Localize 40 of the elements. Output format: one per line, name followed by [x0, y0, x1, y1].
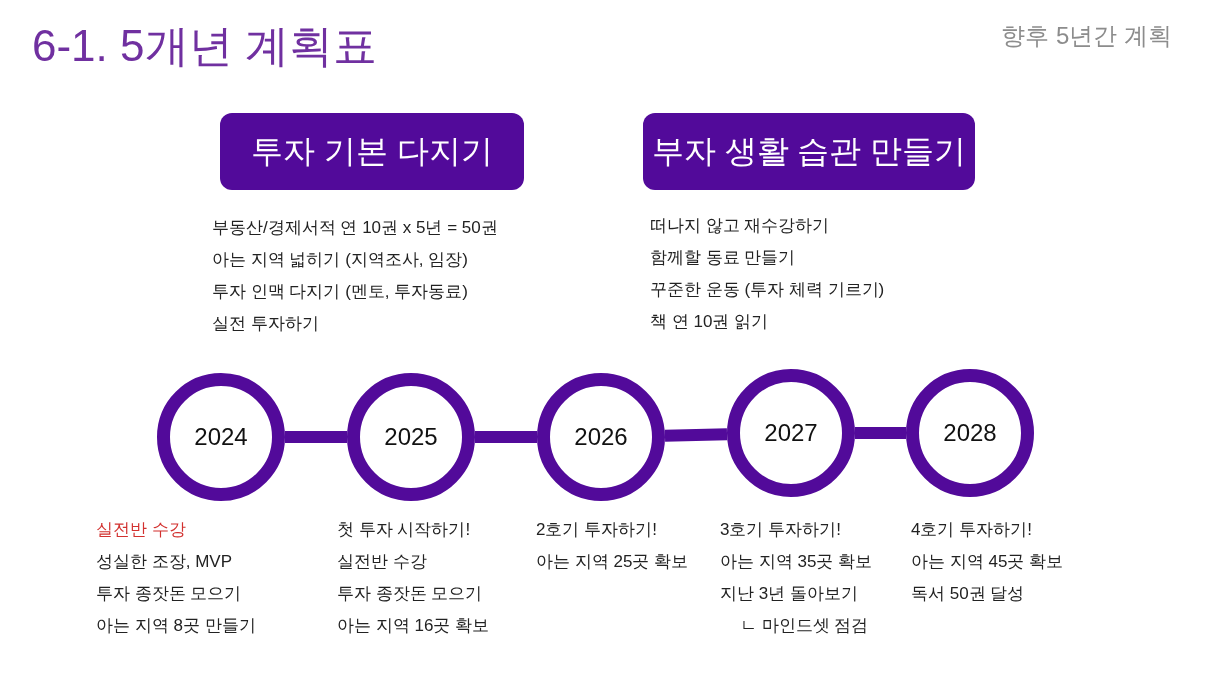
plan-item: 성실한 조장, MVP: [96, 551, 232, 573]
plan-item: 4호기 투자하기!: [911, 519, 1032, 541]
year-text: 2024: [194, 423, 248, 451]
plan-item: 실전반 수강: [337, 551, 427, 573]
plan-item: 아는 지역 8곳 만들기: [96, 615, 256, 637]
year-text: 2026: [574, 423, 628, 451]
plan-item: 아는 지역 16곳 확보: [337, 615, 490, 637]
plan-item: 부동산/경제서적 연 10권 x 5년 = 50권: [212, 217, 498, 239]
year-text: 2025: [384, 423, 438, 451]
year-text: 2028: [943, 419, 997, 447]
plan-item: 실전 투자하기: [212, 313, 319, 335]
plan-item: 지난 3년 돌아보기: [720, 583, 858, 605]
plan-item: 떠나지 않고 재수강하기: [650, 215, 830, 237]
year-text: 2027: [764, 419, 818, 447]
subtitle-text: 향후 5년간 계획: [1001, 22, 1172, 51]
plan-item: 투자 인맥 다지기 (멘토, 투자동료): [212, 281, 468, 303]
heading-text: 투자 기본 다지기: [251, 133, 493, 170]
plan-item: 아는 지역 45곳 확보: [911, 551, 1064, 573]
plan-item: 투자 종잣돈 모으기: [337, 583, 483, 605]
plan-item: 아는 지역 25곳 확보: [536, 551, 689, 573]
connector-line: [664, 428, 728, 442]
heading-box: [643, 113, 975, 190]
plan-item: 함께할 동료 만들기: [650, 247, 796, 269]
connector-line: [285, 431, 347, 443]
plan-item: 투자 종잣돈 모으기: [96, 583, 242, 605]
page-title: 6-1. 5개년 계획표: [32, 20, 377, 72]
plan-item: 책 연 10권 읽기: [650, 311, 769, 333]
plan-item: 꾸준한 운동 (투자 체력 기르기): [650, 279, 885, 301]
plan-item: 실전반 수강: [96, 519, 186, 541]
plan-item: 2호기 투자하기!: [536, 519, 657, 541]
connector-line: [855, 427, 906, 439]
plan-item: ㄴ 마인드셋 점검: [740, 615, 869, 637]
plan-item: 독서 50권 달성: [911, 583, 1025, 605]
plan-item: 3호기 투자하기!: [720, 519, 841, 541]
heading-box: [220, 113, 524, 190]
plan-item: 아는 지역 35곳 확보: [720, 551, 873, 573]
connector-line: [475, 431, 537, 443]
plan-item: 첫 투자 시작하기!: [337, 519, 471, 541]
heading-text: 부자 생활 습관 만들기: [651, 133, 967, 170]
plan-item: 아는 지역 넓히기 (지역조사, 임장): [212, 249, 468, 271]
